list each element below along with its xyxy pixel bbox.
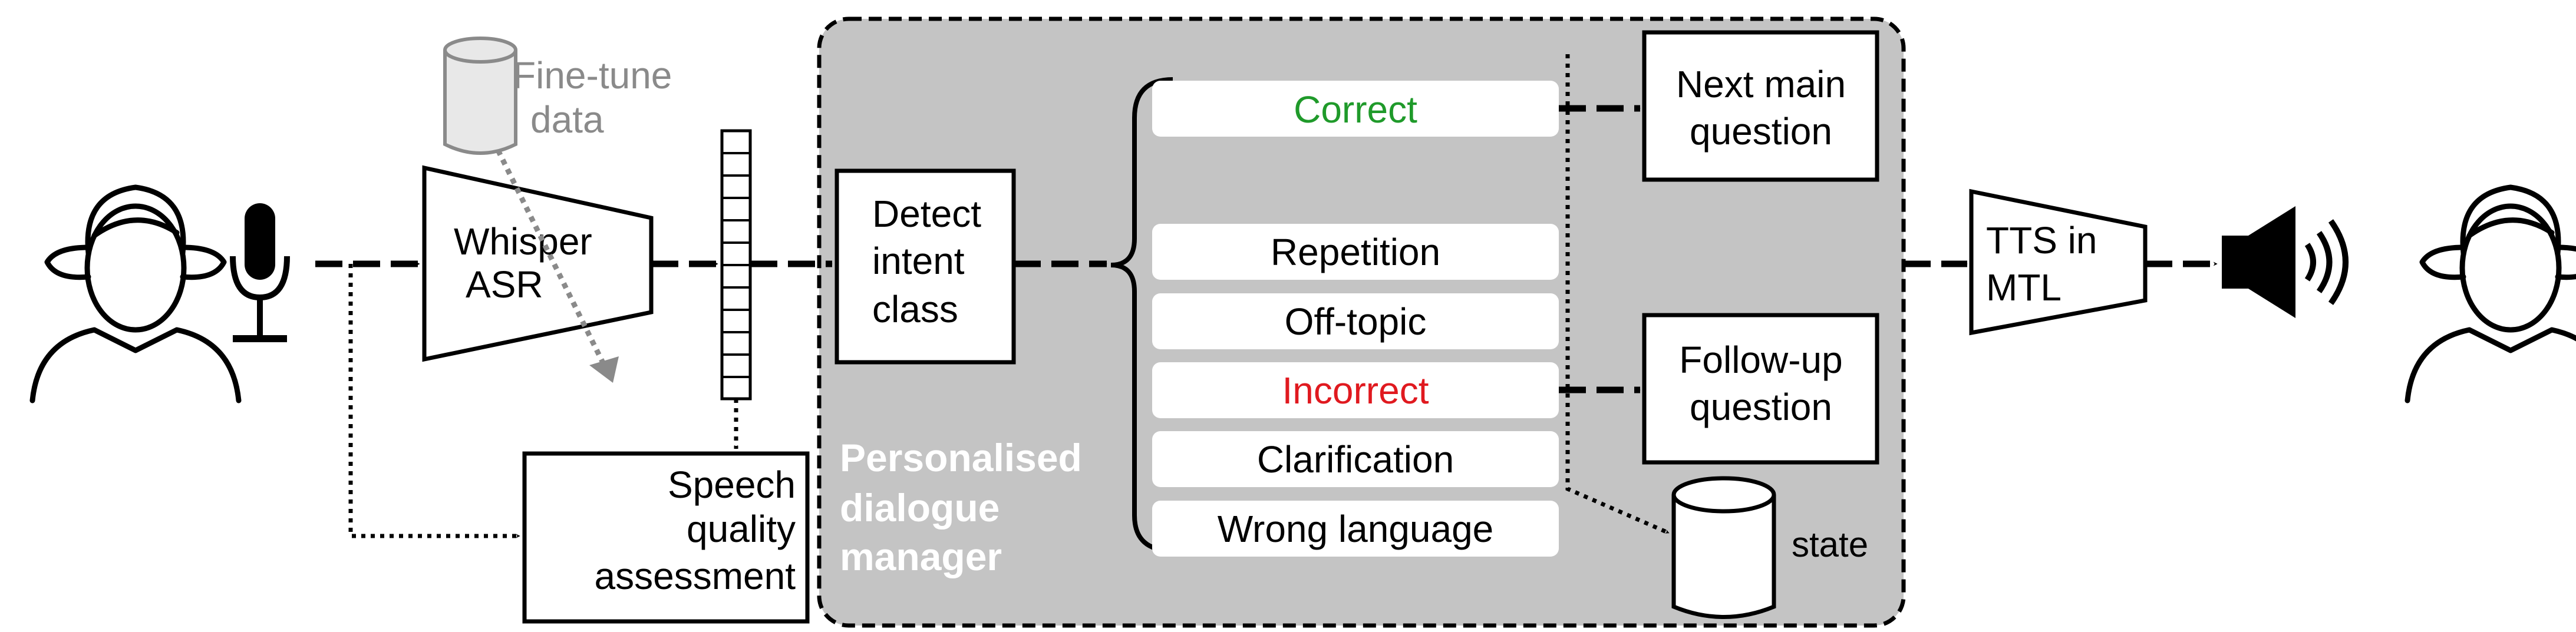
tts-line2: MTL	[1986, 266, 2062, 309]
detect-line1: Detect	[872, 193, 981, 235]
user-left-icon	[29, 184, 242, 403]
speaker-icon	[2222, 206, 2349, 318]
microphone-icon	[230, 203, 290, 342]
state-database-icon	[1671, 476, 1776, 619]
connectors	[315, 105, 2218, 393]
follow-up-line1: Follow-up	[1679, 339, 1842, 381]
intent-clarification: Clarification	[1257, 438, 1454, 481]
detect-line2: intent	[872, 240, 965, 282]
intent-correct-box	[1152, 81, 1559, 137]
next-main-line2: question	[1690, 110, 1832, 153]
state-label: state	[1792, 525, 1868, 564]
finetune-arrowhead	[589, 356, 619, 383]
intent-off-topic: Off-topic	[1285, 300, 1427, 343]
finetune-database-icon	[443, 37, 517, 155]
dialogue-manager-title-line1: Personalised	[840, 436, 1082, 479]
intent-incorrect-box	[1152, 362, 1559, 418]
intent-incorrect: Incorrect	[1282, 369, 1429, 412]
detect-line3: class	[872, 288, 958, 330]
speech-quality-line2: quality	[687, 508, 796, 550]
speech-quality-box	[522, 451, 810, 624]
user-right-icon	[2405, 184, 2576, 403]
intent-off-topic-box	[1152, 293, 1559, 349]
intent-wrong-language-box	[1152, 501, 1559, 557]
asr-label-line1: Whisper	[454, 220, 592, 263]
asr-label-line2: ASR	[466, 263, 543, 306]
tts-line1: TTS in	[1986, 219, 2097, 262]
finetune-label-line1: Fine-tune	[513, 54, 672, 97]
speech-quality-line3: assessment	[595, 555, 796, 597]
dotted-connectors	[348, 54, 1670, 538]
next-main-question-box	[1642, 30, 1879, 182]
tts-box	[1969, 188, 2148, 336]
dialogue-manager-title-line3: manager	[840, 535, 1002, 578]
intent-wrong-language: Wrong language	[1218, 508, 1494, 550]
whisper-asr-box	[422, 165, 654, 362]
intent-correct: Correct	[1294, 88, 1417, 131]
follow-up-line2: question	[1690, 386, 1832, 428]
speech-quality-line1: Speech	[668, 464, 796, 506]
follow-up-question-box	[1642, 313, 1879, 465]
intent-repetition: Repetition	[1271, 231, 1440, 273]
finetune-label-line2: data	[530, 98, 604, 141]
dialogue-manager-title-line2: dialogue	[840, 486, 1000, 530]
finetune-arrow	[495, 149, 610, 372]
intent-brace	[1110, 77, 1173, 553]
intent-clarification-box	[1152, 431, 1559, 487]
next-main-line1: Next main	[1676, 63, 1846, 105]
intent-repetition-box	[1152, 224, 1559, 280]
